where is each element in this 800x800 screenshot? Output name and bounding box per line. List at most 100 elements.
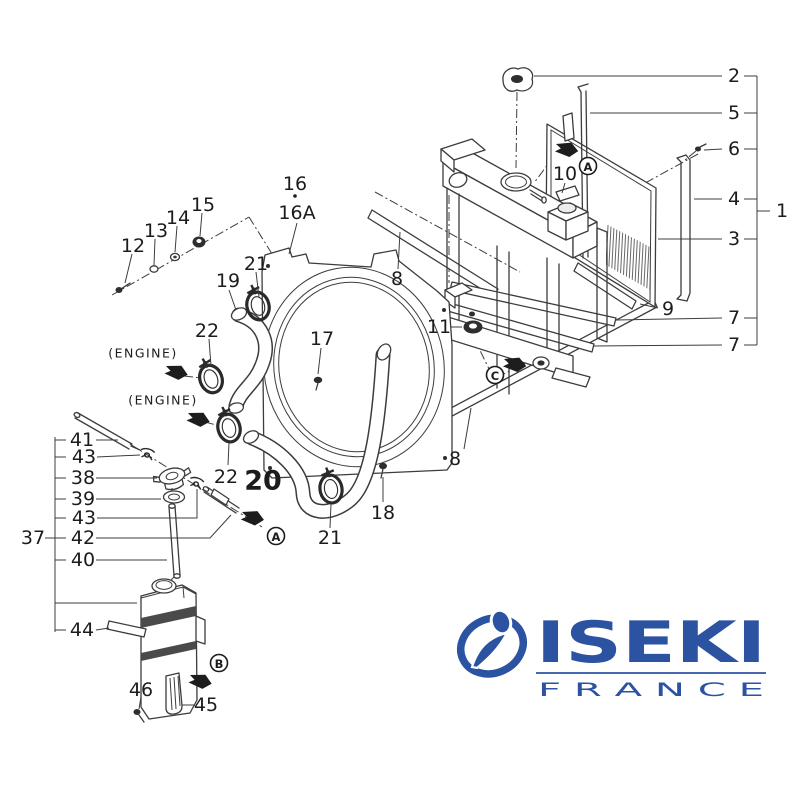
tank-cap-center xyxy=(165,471,179,481)
circle-a2-letter: A xyxy=(272,530,281,544)
bracket-ticks-right xyxy=(744,75,757,346)
callout-13: 13 xyxy=(144,220,168,242)
reservoir-group xyxy=(73,411,240,723)
callout-44: 44 xyxy=(70,619,94,641)
filler-neck-inner xyxy=(505,175,527,189)
locator-arrow-engine1 xyxy=(163,362,190,382)
cap-center xyxy=(511,75,523,83)
side-strip-4 xyxy=(676,154,691,302)
centerline-engine1 xyxy=(183,375,202,379)
lower-bracket xyxy=(551,367,591,388)
bottle-cap-inner xyxy=(155,580,173,590)
leader-lines-right xyxy=(534,75,723,347)
callout-17: 17 xyxy=(310,328,334,350)
callout-16: 16 xyxy=(283,173,307,195)
centerline-tank-cap xyxy=(129,443,263,528)
grommet-hole xyxy=(469,323,477,329)
callout-16a: 16A xyxy=(278,202,315,224)
joint-tube-sleeve xyxy=(210,488,230,506)
callout-14: 14 xyxy=(166,207,190,229)
tube-41-tail xyxy=(130,445,141,451)
fastener-set xyxy=(115,236,206,293)
circle-a1-letter: A xyxy=(584,160,593,174)
lower-hose-opening-right xyxy=(376,343,392,361)
right-callout-bracket xyxy=(397,75,770,450)
tube-41 xyxy=(74,412,133,450)
logo-ellipse-ring xyxy=(457,614,527,678)
gasket-39-inner xyxy=(168,493,180,501)
centerline-cap xyxy=(515,91,518,169)
callout-46: 46 xyxy=(129,679,153,701)
bolt-18-shaft xyxy=(380,468,384,479)
circle-b-letter: B xyxy=(215,657,224,671)
bolt-18 xyxy=(379,462,387,479)
bolt-17-shaft xyxy=(315,382,319,391)
upper-hose-19 xyxy=(227,307,273,414)
bolt-6 xyxy=(695,143,707,152)
logo-figure-head xyxy=(489,608,513,636)
bracket-ticks-left xyxy=(55,439,66,631)
upper-hose-opening-top xyxy=(230,307,248,321)
callout-3: 3 xyxy=(728,228,740,250)
bracket-44 xyxy=(106,620,147,638)
iseki-france-logo: ISEKI F R A N C E xyxy=(457,608,766,701)
rear-stay xyxy=(596,227,608,343)
strap-45-ribs xyxy=(169,675,181,711)
engine-label-1: (ENGINE) xyxy=(108,346,178,361)
callout-7-upper: 7 xyxy=(728,307,740,329)
overflow-nipple-end xyxy=(541,196,547,204)
hose-inlet-stub xyxy=(448,172,468,188)
clip-43-second xyxy=(187,475,206,491)
stay-bar-9 xyxy=(573,262,637,310)
tank-cap-top xyxy=(158,467,186,485)
leader-lines-rod8 xyxy=(397,231,472,450)
circle-a1 xyxy=(578,156,598,176)
clip-43-first xyxy=(138,446,156,462)
bolt-12-head xyxy=(115,287,123,293)
mount-cushion xyxy=(557,202,577,214)
locator-arrow-engine2 xyxy=(185,409,212,429)
callout-38: 38 xyxy=(71,467,95,489)
bolt-18-head xyxy=(379,462,387,470)
logo-region-text: F R A N C E xyxy=(538,679,764,701)
nut-13 xyxy=(149,265,159,273)
mount-bolt xyxy=(469,311,475,317)
tank-cap-ears xyxy=(152,467,192,483)
mount-left-front xyxy=(444,289,456,309)
circle-a2 xyxy=(266,526,286,546)
centerline-fasteners xyxy=(111,216,250,296)
lower-hose-body xyxy=(246,349,389,518)
callout-43-first: 43 xyxy=(72,446,96,468)
tank-cap-38 xyxy=(152,467,192,491)
tank-cap-skirt xyxy=(164,478,185,491)
leader-lines-misc xyxy=(138,222,384,710)
circle-c-letter: C xyxy=(491,369,499,383)
callout-20-highlighted: 20 xyxy=(244,466,282,497)
leader-lines-mid xyxy=(451,182,659,328)
callout-12: 12 xyxy=(121,235,145,257)
side-strip-outline xyxy=(676,154,691,302)
callout-39: 39 xyxy=(71,488,95,510)
tube-40-bottom xyxy=(173,573,181,579)
bracket-line-right xyxy=(756,76,770,345)
logo-figure-body xyxy=(470,631,510,670)
leader-lines-fasteners xyxy=(124,212,203,284)
shroud-hole-br xyxy=(443,456,447,460)
callout-19: 19 xyxy=(216,270,240,292)
shroud-hole-tl xyxy=(266,264,270,268)
panel-tab xyxy=(562,112,575,142)
bottle-band-lower xyxy=(141,641,196,661)
callout-labels: 1 2 5 6 4 3 7 7 9 10 11 8 8 12 13 14 15 … xyxy=(21,65,788,716)
bottle-top-edges xyxy=(140,586,197,599)
gasket-39 xyxy=(162,490,186,504)
callout-45: 45 xyxy=(194,694,218,716)
left-callout-bracket xyxy=(45,194,384,710)
lower-hose-20 xyxy=(242,343,392,519)
callout-15: 15 xyxy=(191,194,215,216)
shroud-plate xyxy=(261,247,453,479)
grommet-15-hole xyxy=(196,239,202,243)
callout-5: 5 xyxy=(728,102,740,124)
tube-40-top xyxy=(168,503,176,509)
